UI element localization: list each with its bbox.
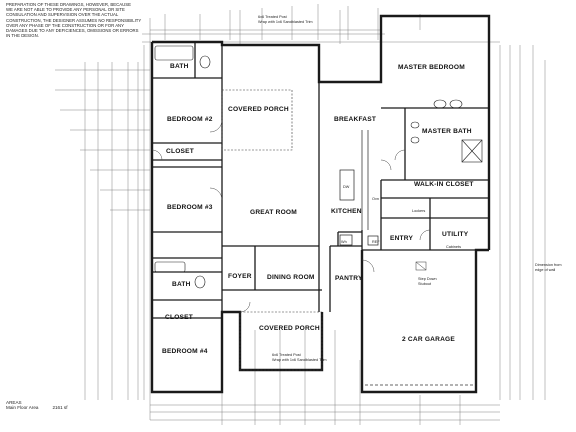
room-label-bath-2: BATH [172,281,191,288]
plan-notes: 6x6 Treated Post Wrap with 1x6 Sandblast… [258,15,562,362]
note-post-rear: 6x6 Treated Post [258,15,288,19]
areas-row: Main Floor Area 2161 sf [6,405,126,410]
room-label-utility: UTILITY [442,231,469,238]
kitchen-fixtures [339,130,379,246]
note-dw: DW [343,185,350,189]
room-label-breakfast: BREAKFAST [334,116,376,123]
room-label-bedroom-4: BEDROOM #4 [162,348,208,355]
note-ovn: Ovn [372,197,379,201]
disclaimer-line: CONSTRUCTION, THE DESIGNER ASSUMES NO RE… [6,17,142,23]
areas-heading: AREAS [6,400,126,405]
room-labels: BATH BEDROOM #2 CLOSET COVERED PORCH BRE… [162,63,474,355]
disclaimer-line: CONSULATION AND SUPERVISION OVER THE ACT… [6,12,119,18]
note-trim-front: Wrap with 1x6 Sandblasted Trim [272,358,327,362]
door-swings [151,119,431,313]
room-label-master-bedroom: MASTER BEDROOM [398,64,465,71]
dimension-lines [55,4,546,425]
room-label-foyer: FOYER [228,273,252,280]
room-label-covered-porch-rear: COVERED PORCH [228,106,289,113]
room-label-pantry: PANTRY [335,275,363,282]
note-trim-rear: Wrap with 1x6 Sandblasted Trim [258,20,313,24]
disclaimer-line: DAMAGES DUE TO ANY DEFICIENCES, OMISSION… [6,28,139,34]
disclaimer-line: IN THE DESIGN. [6,33,39,39]
room-label-closet-2: CLOSET [165,314,193,321]
room-label-walk-in-closet: WALK-IN CLOSET [414,181,474,188]
note-stubout: Stubout [418,282,432,286]
porches [221,89,323,371]
room-label-garage: 2 CAR GARAGE [402,336,455,343]
note-post-front: 6x6 Treated Post [272,353,302,357]
disclaimer-line: WE ARE NOT ABLE TO PROVIDE ANY PERSONAL … [6,7,125,13]
disclaimer-line: PREPARATION OF THESE DRAWINGS, HOWEVER, … [6,2,131,7]
room-label-bath-1: BATH [170,63,189,70]
note-cabinets: Cabinets [446,245,461,249]
areas-row-label: Main Floor Area [6,405,39,410]
room-label-master-bath: MASTER BATH [422,128,472,135]
areas-heading-label: AREAS [6,400,22,405]
room-label-bedroom-3: BEDROOM #3 [167,204,213,211]
note-step-down: Step Down [418,277,437,281]
areas-row-value: 2161 sf [52,405,68,410]
step-down-symbol [415,261,427,271]
room-label-entry: ENTRY [390,235,414,242]
note-dimension-2: edge of wall [535,268,555,272]
room-label-bedroom-2: BEDROOM #2 [167,116,213,123]
room-label-closet-1: CLOSET [166,148,194,155]
bath-fixtures [154,45,483,289]
areas-table: AREAS Main Floor Area 2161 sf [6,400,126,410]
note-dimension: Dimension from [535,263,562,267]
room-label-covered-porch-front: COVERED PORCH [259,325,320,332]
room-label-great-room: GREAT ROOM [250,209,297,216]
note-ref: REF [372,240,380,244]
room-label-dining-room: DINING ROOM [267,274,315,281]
room-label-kitchen: KITCHEN [331,208,362,215]
note-wh: Wh [341,240,347,244]
disclaimer-note: PREPARATION OF THESE DRAWINGS, HOWEVER, … [6,2,156,38]
disclaimer-line: OVER ANY PHASE OF THE CONSTRUCTION OR FO… [6,22,125,28]
note-lockers: Lockers [412,209,425,213]
interior-walls [152,42,489,319]
